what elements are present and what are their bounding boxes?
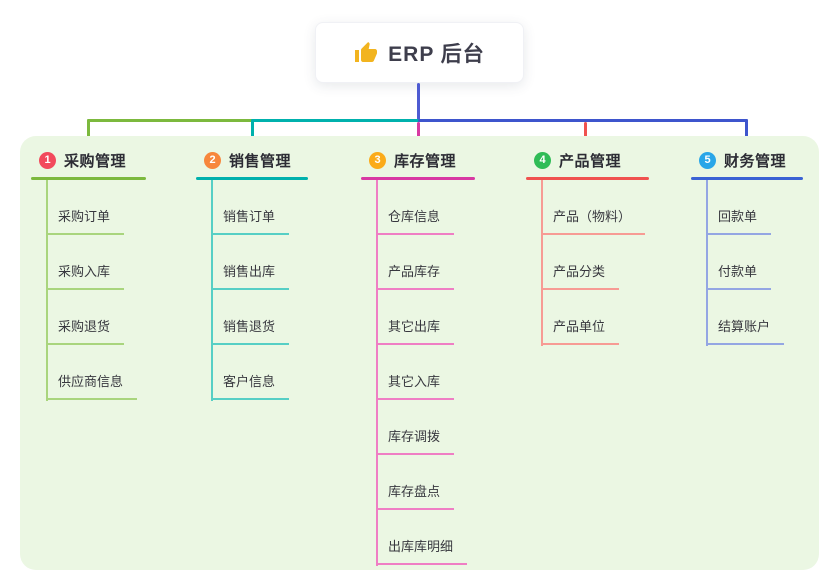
node-purchase-inbound[interactable]: 采购入库 xyxy=(46,263,125,290)
branch-connector-line xyxy=(376,180,378,566)
node-stock-transfer[interactable]: 库存调拨 xyxy=(376,428,455,455)
branch-connector-line xyxy=(541,180,543,346)
node-sales-outbound[interactable]: 销售出库 xyxy=(211,263,290,290)
node-customer-info[interactable]: 客户信息 xyxy=(211,373,290,400)
connector-drop-purchase xyxy=(87,119,90,148)
node-receipt-bill[interactable]: 回款单 xyxy=(706,208,772,235)
branch-number-badge: 2 xyxy=(204,151,221,169)
branch-label: 库存管理 xyxy=(394,152,457,170)
branch-title-sales[interactable]: 2 销售管理 xyxy=(196,148,308,172)
node-payment-bill[interactable]: 付款单 xyxy=(706,263,772,290)
node-outbound-detail[interactable]: 出库库明细 xyxy=(376,538,468,565)
node-product-category[interactable]: 产品分类 xyxy=(541,263,620,290)
branch-number-badge: 3 xyxy=(369,151,386,169)
root-node[interactable]: ERP 后台 xyxy=(315,22,524,83)
connector-drop-inventory xyxy=(417,122,420,148)
root-node-label: ERP 后台 xyxy=(388,42,485,66)
branch-underline xyxy=(526,177,649,180)
branch-underline xyxy=(196,177,308,180)
connector-drop-sales xyxy=(251,119,254,148)
branch-inventory: 3 库存管理 仓库信息 产品库存 其它出库 其它入库 库存调拨 库存盘点 出库库… xyxy=(361,148,475,566)
branch-number-badge: 4 xyxy=(534,151,551,169)
node-stock-count[interactable]: 库存盘点 xyxy=(376,483,455,510)
connector-root-drop xyxy=(417,83,420,120)
branch-title-product[interactable]: 4 产品管理 xyxy=(526,148,649,172)
branch-purchase: 1 采购管理 采购订单 采购入库 采购退货 供应商信息 xyxy=(31,148,146,401)
branch-sales: 2 销售管理 销售订单 销售出库 销售退货 客户信息 xyxy=(196,148,308,401)
node-product-unit[interactable]: 产品单位 xyxy=(541,318,620,345)
branch-label: 销售管理 xyxy=(229,152,292,170)
branch-connector-line xyxy=(46,180,48,401)
branch-label: 采购管理 xyxy=(64,152,127,170)
connector-bus-green xyxy=(87,119,253,122)
branch-product: 4 产品管理 产品（物料） 产品分类 产品单位 xyxy=(526,148,649,346)
node-sales-order[interactable]: 销售订单 xyxy=(211,208,290,235)
branch-connector-line xyxy=(706,180,708,346)
node-sales-return[interactable]: 销售退货 xyxy=(211,318,290,345)
node-product-material[interactable]: 产品（物料） xyxy=(541,208,646,235)
branch-connector-line xyxy=(211,180,213,401)
branch-label: 财务管理 xyxy=(724,152,787,170)
branch-label: 产品管理 xyxy=(559,152,622,170)
node-other-outbound[interactable]: 其它出库 xyxy=(376,318,455,345)
node-purchase-return[interactable]: 采购退货 xyxy=(46,318,125,345)
connector-bus-teal xyxy=(251,119,420,122)
branch-finance: 5 财务管理 回款单 付款单 结算账户 xyxy=(691,148,803,346)
branch-underline xyxy=(31,177,146,180)
branch-number-badge: 5 xyxy=(699,151,716,169)
branch-underline xyxy=(361,177,475,180)
connector-bus-blue xyxy=(418,119,748,122)
thumbs-up-icon xyxy=(355,41,378,62)
branch-title-purchase[interactable]: 1 采购管理 xyxy=(31,148,146,172)
node-supplier-info[interactable]: 供应商信息 xyxy=(46,373,138,400)
node-other-inbound[interactable]: 其它入库 xyxy=(376,373,455,400)
branches-panel xyxy=(20,136,819,570)
connector-drop-product xyxy=(584,122,587,148)
node-warehouse-info[interactable]: 仓库信息 xyxy=(376,208,455,235)
branch-title-finance[interactable]: 5 财务管理 xyxy=(691,148,803,172)
branch-title-inventory[interactable]: 3 库存管理 xyxy=(361,148,475,172)
node-settlement-account[interactable]: 结算账户 xyxy=(706,318,785,345)
branch-number-badge: 1 xyxy=(39,151,56,169)
connector-drop-finance xyxy=(745,119,748,148)
node-purchase-order[interactable]: 采购订单 xyxy=(46,208,125,235)
node-product-stock[interactable]: 产品库存 xyxy=(376,263,455,290)
branch-underline xyxy=(691,177,803,180)
